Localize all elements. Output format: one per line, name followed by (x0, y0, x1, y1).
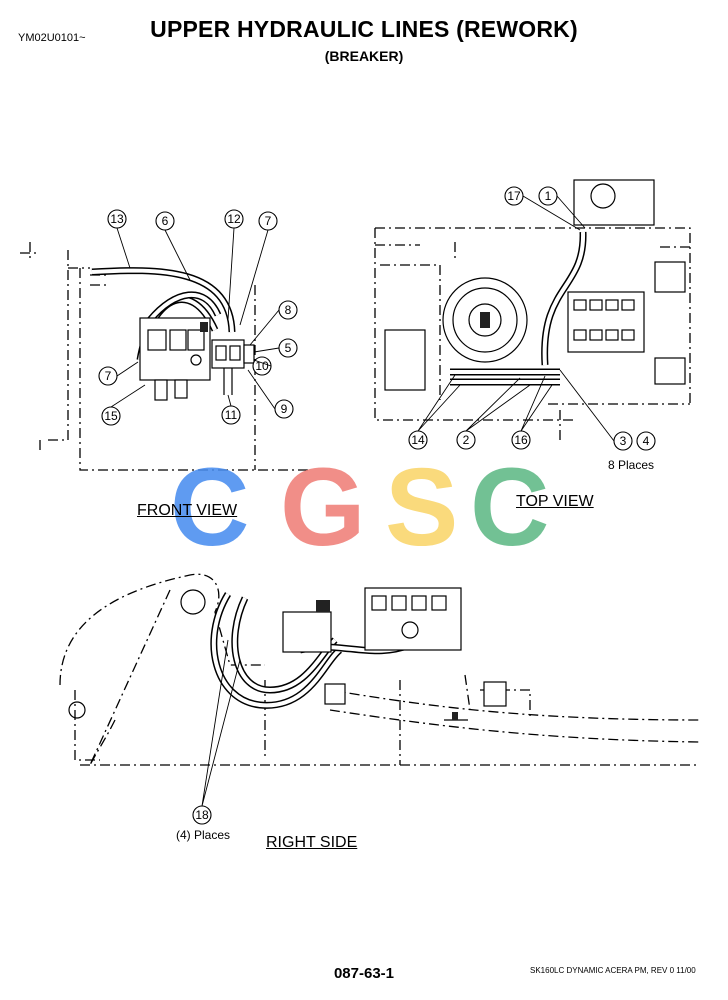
watermark-letter-s: S (385, 446, 458, 569)
watermark-letter-g: G (280, 446, 366, 569)
svg-text:18: 18 (195, 808, 209, 822)
callout-9: 9 (274, 399, 294, 419)
svg-text:2: 2 (463, 433, 470, 447)
svg-text:7: 7 (105, 369, 112, 383)
svg-text:17: 17 (507, 189, 521, 203)
callout-1: 1 (538, 186, 558, 206)
top-view-label: TOP VIEW (516, 493, 594, 510)
watermark-letter-c: C (170, 446, 249, 569)
callout-17: 17 (504, 186, 524, 206)
callout-8: 8 (278, 300, 298, 320)
callout-6: 6 (155, 211, 175, 231)
right-side-label: RIGHT SIDE (266, 834, 358, 851)
svg-text:16: 16 (514, 433, 528, 447)
callout-4: 4 (636, 431, 656, 451)
right-side-drawing (59, 573, 701, 766)
front-view-drawing (20, 242, 310, 471)
front-view-label: FRONT VIEW (137, 502, 238, 519)
callout-7-upper: 7 (258, 211, 278, 231)
svg-text:8: 8 (285, 303, 292, 317)
svg-text:9: 9 (281, 402, 288, 416)
svg-text:12: 12 (227, 212, 241, 226)
callout-13: 13 (107, 209, 127, 229)
callout-7-lower: 7 (98, 366, 118, 386)
cgsc-watermark: C G S C (170, 446, 549, 569)
svg-text:11: 11 (225, 408, 238, 422)
page-number: 087-63-1 (333, 965, 395, 982)
page-title: UPPER HYDRAULIC LINES (REWORK) (150, 16, 578, 42)
svg-text:6: 6 (162, 214, 169, 228)
callout-11: 11 (221, 405, 241, 425)
footer-reference: SK160LC DYNAMIC ACERA PM, REV 0 11/00 (530, 966, 696, 975)
svg-text:7: 7 (265, 214, 272, 228)
callout-18: 18 (192, 805, 212, 825)
note-eight-places: 8 Places (608, 458, 655, 472)
callout-14: 14 (408, 430, 428, 450)
svg-text:10: 10 (255, 359, 269, 373)
callout-5: 5 (278, 338, 298, 358)
callout-16: 16 (511, 430, 531, 450)
svg-text:4: 4 (643, 434, 650, 448)
svg-text:5: 5 (285, 341, 292, 355)
svg-text:15: 15 (104, 409, 118, 423)
note-four-places: (4) Places (176, 828, 231, 842)
svg-text:14: 14 (411, 433, 425, 447)
document-id: YM02U0101~ (18, 32, 86, 44)
svg-text:3: 3 (620, 434, 627, 448)
svg-text:13: 13 (110, 212, 124, 226)
svg-text:1: 1 (545, 189, 552, 203)
page-subtitle: (BREAKER) (324, 48, 404, 64)
top-view-drawing (374, 179, 691, 440)
callout-15: 15 (101, 406, 121, 426)
callout-10: 10 (252, 356, 272, 376)
callout-12: 12 (224, 209, 244, 229)
watermark-letter-c2: C (470, 446, 549, 569)
callout-3: 3 (613, 431, 633, 451)
